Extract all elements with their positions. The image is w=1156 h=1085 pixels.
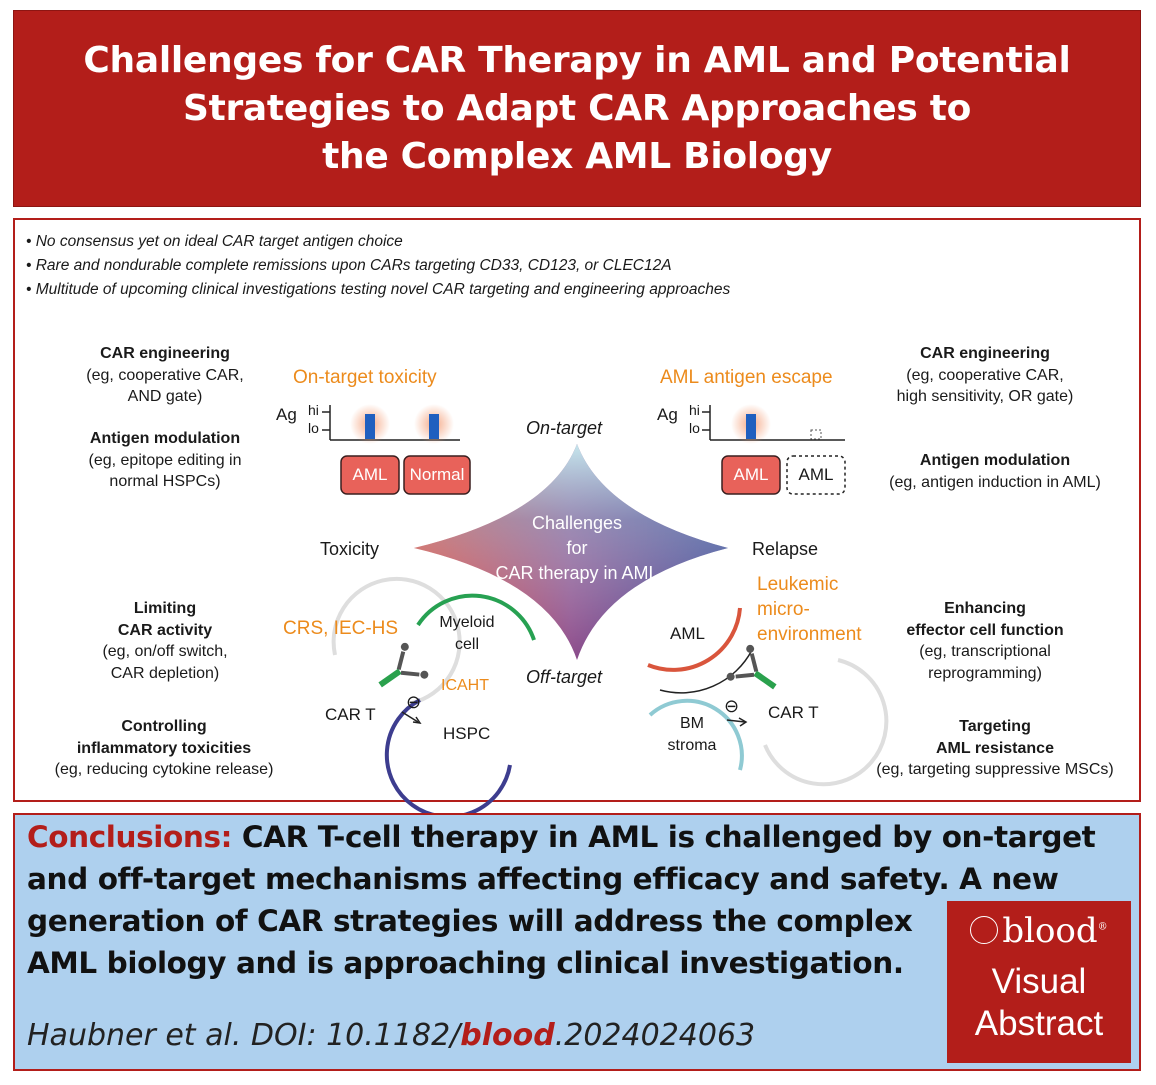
aml-box-label-right: AML xyxy=(733,465,769,484)
blood-seal-icon xyxy=(970,916,999,944)
title-line-1: Challenges for CAR Therapy in AML and Po… xyxy=(83,39,1071,81)
blood-logo: blood® xyxy=(947,911,1131,951)
aml-escape-box xyxy=(786,455,846,495)
icaht-label: ICAHT xyxy=(441,677,489,694)
relapse-label: Relapse xyxy=(752,539,819,559)
hspc-cell-arc xyxy=(384,698,512,819)
right-cell-interactions xyxy=(647,607,889,787)
aml-cell-box-right xyxy=(721,455,781,495)
aml-cell-box xyxy=(340,455,400,495)
challenge-diamond-highlight xyxy=(414,444,728,660)
visual-label: Visual xyxy=(991,962,1087,1001)
car-receptor-right xyxy=(726,644,777,690)
antigen-bar-normal xyxy=(429,414,439,439)
on-target-toxicity-chart xyxy=(322,404,471,495)
car-t-label-right: CAR T xyxy=(768,703,819,722)
title-line-3: the Complex AML Biology xyxy=(322,135,832,177)
aml-cell-arc xyxy=(647,607,742,672)
title-banner: Challenges for CAR Therapy in AML and Po… xyxy=(13,10,1141,207)
car-t-cell-left xyxy=(331,576,462,705)
crs-iec-hs-label: CRS, IEC-HS xyxy=(283,618,399,639)
bullet-item: • Rare and nondurable complete remission… xyxy=(26,257,672,274)
bullet-item: • Multitude of upcoming clinical investi… xyxy=(26,281,731,298)
conclusions-text: Conclusions: CAR T-cell therapy in AML i… xyxy=(27,820,1096,980)
hi-tick-left: hi xyxy=(308,402,319,418)
lo-tick-right: lo xyxy=(689,420,700,436)
on-target-toxicity-label: On-target toxicity xyxy=(293,367,437,388)
antigen-bar-aml-right xyxy=(746,414,756,439)
inhibit-arrow-left xyxy=(401,711,419,723)
on-target-label: On-target xyxy=(526,418,603,438)
left-strategy-car-engineering: CAR engineering(eg, cooperative CAR,AND … xyxy=(86,345,244,405)
car-t-label-left: CAR T xyxy=(325,705,376,724)
ag-axis-label-right: Ag xyxy=(657,405,678,424)
aml-cell-label: AML xyxy=(670,624,705,643)
right-strategy-car-engineering: CAR engineering(eg, cooperative CAR,high… xyxy=(896,345,1074,405)
left-cell-interactions xyxy=(331,576,536,819)
car-receptor-left xyxy=(378,642,429,688)
antigen-bar-aml xyxy=(365,414,375,439)
main-panel xyxy=(13,218,1141,802)
antigen-escape-label: AML antigen escape xyxy=(660,367,833,388)
ag-axis-label-left: Ag xyxy=(276,405,297,424)
bullet-list: • No consensus yet on ideal CAR target a… xyxy=(26,230,730,302)
bullet-item: • No consensus yet on ideal CAR target a… xyxy=(26,233,403,250)
bm-stroma-arc xyxy=(648,698,744,771)
inhibit-symbol-left: ⊖ xyxy=(406,692,422,712)
hspc-label: HSPC xyxy=(443,724,491,743)
myeloid-cell-arc xyxy=(416,593,536,641)
toxicity-label: Toxicity xyxy=(320,539,380,559)
normal-box-label: Normal xyxy=(409,465,465,484)
inhibit-symbol-right: ⊖ xyxy=(724,696,740,716)
antigen-escape-chart xyxy=(702,404,846,495)
aml-cell-arc-inner xyxy=(659,649,753,694)
conclusions-label: Conclusions: xyxy=(27,820,233,854)
hi-tick-right: hi xyxy=(689,402,700,418)
abstract-label: Abstract xyxy=(974,1004,1104,1043)
blood-visual-abstract-badge: blood® Visual Abstract xyxy=(947,901,1131,1063)
normal-cell-box xyxy=(403,455,471,495)
citation: Haubner et al. DOI: 10.1182/blood.202402… xyxy=(27,1018,756,1053)
antigen-bar-lost xyxy=(810,429,822,440)
left-strategy-antigen-modulation: Antigen modulation(eg, epitope editing i… xyxy=(88,430,242,490)
inhibit-arrow-right xyxy=(726,719,746,723)
aml-box-label-left: AML xyxy=(352,465,388,484)
car-t-cell-right xyxy=(763,658,889,787)
off-target-label: Off-target xyxy=(526,667,603,687)
aml-escape-box-label: AML xyxy=(798,465,834,484)
right-strategy-antigen-modulation: Antigen modulation(eg, antigen induction… xyxy=(889,452,1101,491)
title-line-2: Strategies to Adapt CAR Approaches to xyxy=(182,87,972,129)
lo-tick-left: lo xyxy=(308,420,319,436)
